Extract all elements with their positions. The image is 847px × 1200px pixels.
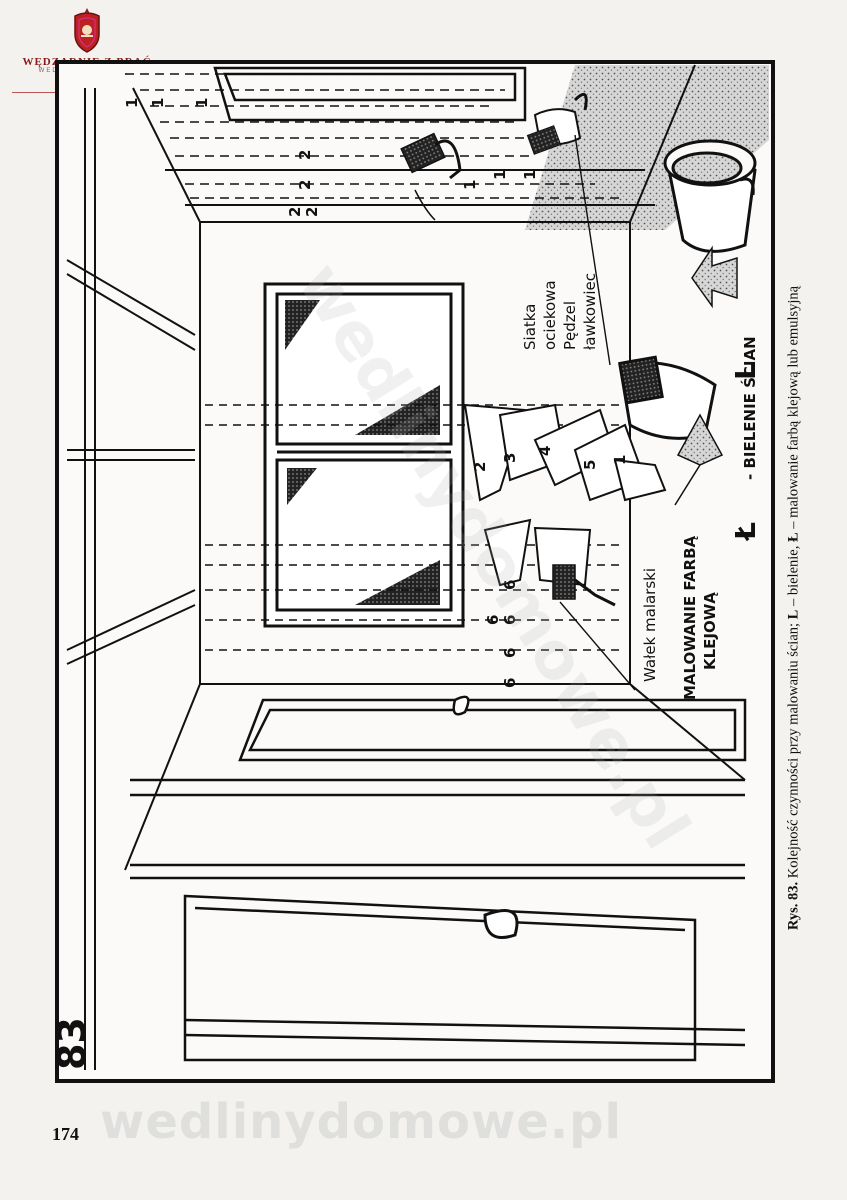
legend-whitewash-symbol: L: [729, 362, 762, 380]
seq-6-e: 6: [484, 615, 502, 625]
seq-3: 3: [501, 453, 519, 463]
sequence-zigzag: [463, 403, 667, 587]
seq-2-d: 2: [286, 207, 304, 217]
label-mesh-line1: Siatka: [521, 304, 539, 350]
seq-1-f: 1: [461, 180, 479, 190]
door-handle-icon: [452, 695, 519, 939]
figure-number: 83: [55, 1017, 94, 1070]
label-roller: Wałek malarski: [641, 568, 659, 682]
caption-l-text: – bielenie,: [785, 545, 802, 607]
ceiling-brush-icon: [400, 132, 462, 221]
legend-arrows: [674, 245, 738, 506]
seq-2-c: 2: [303, 207, 321, 217]
seq-6-c: 6: [501, 648, 519, 658]
seq-6-d: 6: [501, 678, 519, 688]
door-upper: [238, 698, 747, 762]
seq-1-e: 1: [521, 170, 539, 180]
caption-prefix: Rys. 83.: [785, 881, 802, 931]
room-painting-illustration: 1 1 1 2 2 2 2 1 1 1: [50, 60, 775, 1083]
legend-glue-line1: MALOWANIE FARBĄ: [681, 535, 699, 700]
seq-5: 5: [581, 460, 599, 470]
legend-whitewash-label: - BIELENIE ŚCIAN: [740, 336, 759, 480]
caption-text: Kolejność czynności przy malowaniu ścian…: [785, 622, 802, 879]
page-number: 174: [52, 1124, 79, 1144]
figure-caption: Rys. 83. Kolejność czynności przy malowa…: [779, 128, 809, 1088]
legend-glue-symbol: Ł: [729, 522, 762, 542]
bucket-mesh-icon: [618, 355, 717, 440]
legend-glue-line2: KLEJOWĄ: [701, 592, 719, 670]
label-brush-line1: Pędzel: [561, 301, 579, 350]
seq-2-e: 2: [471, 462, 489, 472]
watermark-bottom: wedlinydomowe.pl: [100, 1094, 622, 1150]
seq-2-a: 2: [296, 150, 314, 160]
seq-1-c: 1: [193, 98, 211, 108]
seq-1-a: 1: [123, 98, 141, 108]
bucket-top-icon: [663, 139, 757, 253]
illustration-svg: 1 1 1 2 2 2 2 1 1 1: [50, 60, 775, 1083]
seq-2-b: 2: [296, 180, 314, 190]
seq-1-g: 1: [611, 455, 629, 465]
seq-1-d: 1: [491, 170, 509, 180]
window-glare: [285, 300, 440, 605]
wall-brush-icon: [526, 92, 611, 366]
door-lower: [130, 778, 746, 1062]
seq-1-b: 1: [149, 98, 167, 108]
label-mesh-line2: ociekowa: [541, 280, 559, 350]
caption-lk-text: – malowanie farbą klejową lub emulsyjną: [785, 285, 802, 529]
paint-roller-icon: [552, 564, 636, 691]
label-brush-line2: ławkowiec: [581, 273, 599, 350]
caption-lk-symbol: Ł: [785, 532, 802, 542]
seq-4: 4: [536, 446, 554, 456]
caption-l-symbol: L: [785, 609, 802, 620]
seq-6-b: 6: [501, 615, 519, 625]
crest-icon: [74, 8, 100, 53]
seq-6-a: 6: [501, 580, 519, 590]
